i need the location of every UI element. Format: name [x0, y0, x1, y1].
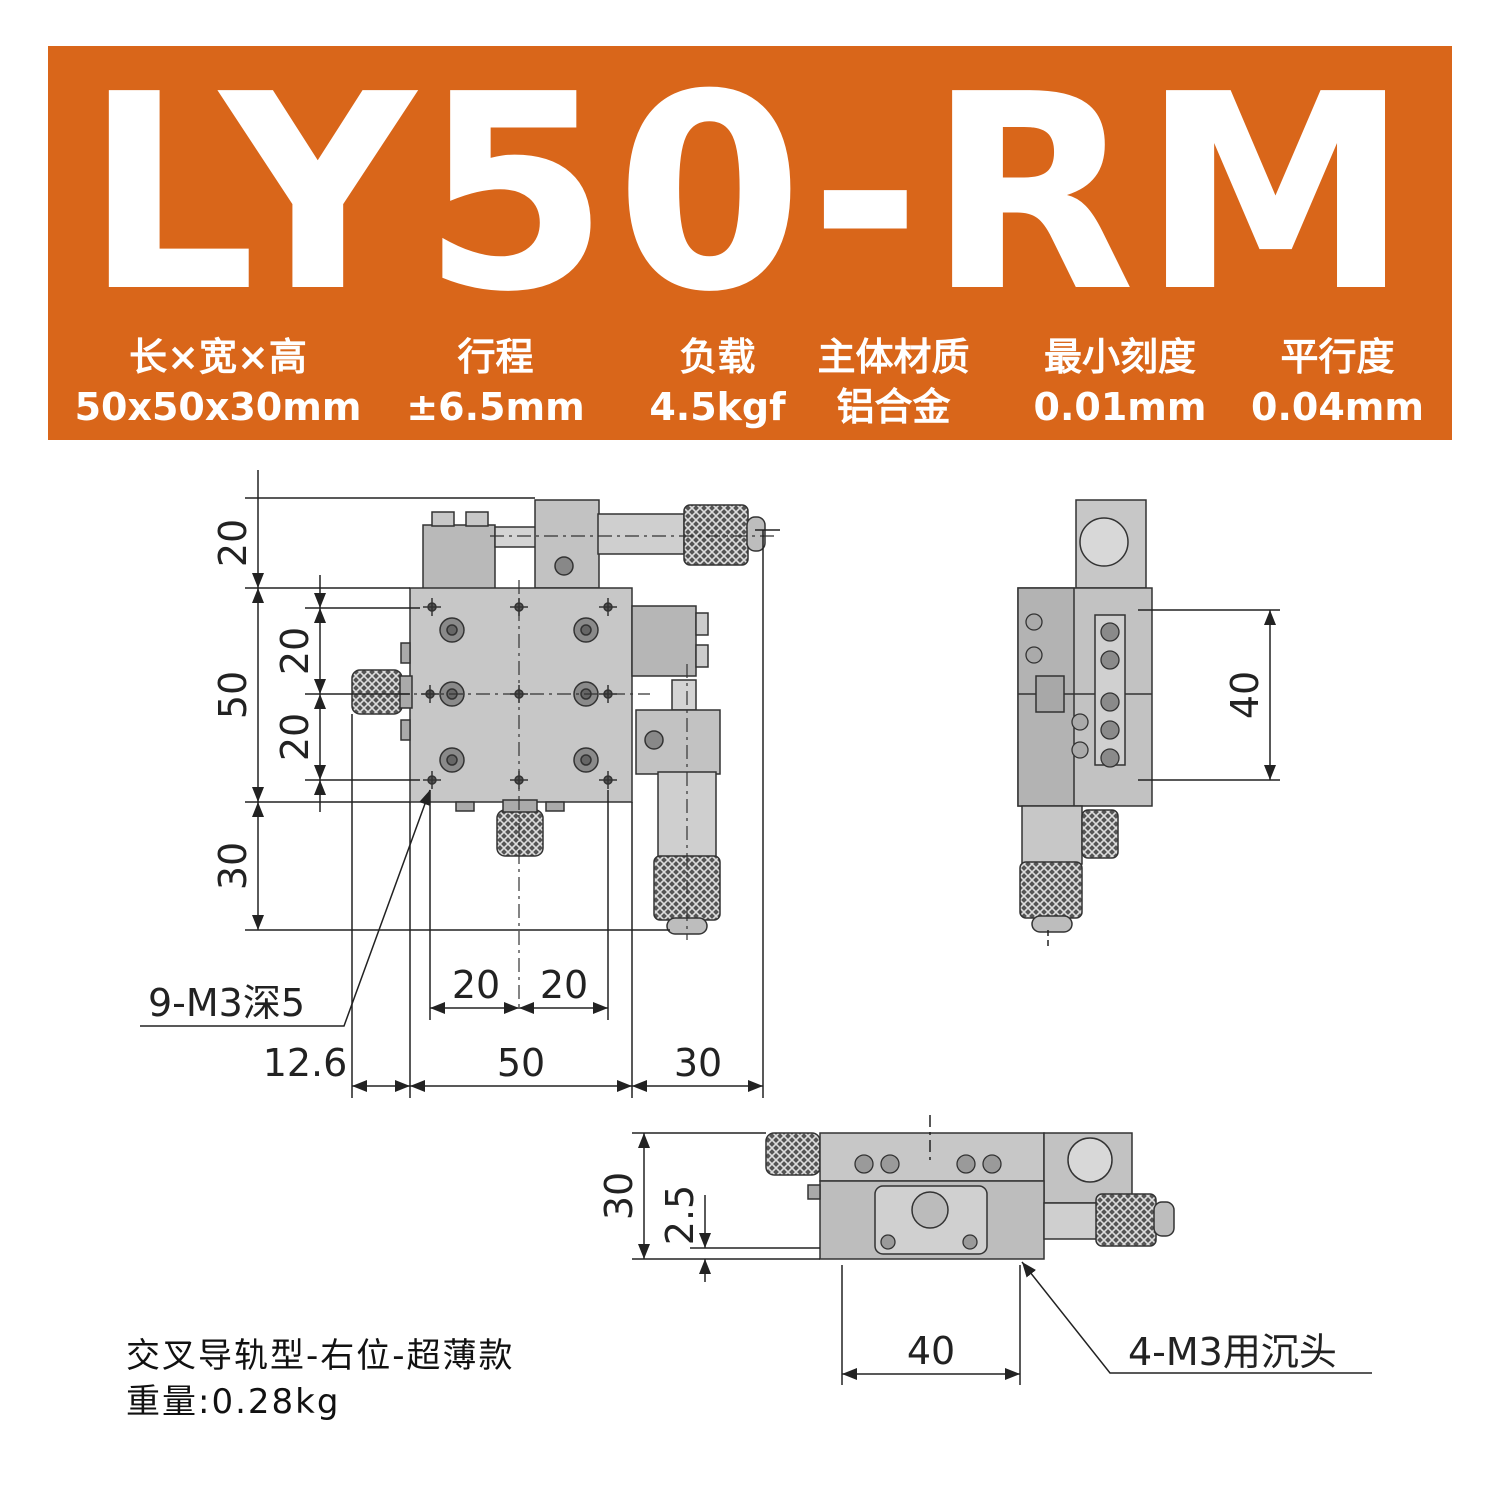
- side-dimension-lines: [1047, 609, 1280, 950]
- side-screw: [1071, 713, 1089, 731]
- dimension-labels: 20 50 30 20 20 20 20 12.6 50 30 9-M3深5: [148, 519, 722, 1085]
- dim-label: 12.6: [263, 1041, 348, 1085]
- spec-label: 主体材质: [817, 335, 970, 379]
- left-lock-knob: [351, 669, 403, 715]
- front-screw: [982, 1154, 1002, 1174]
- dim-label: 20: [211, 519, 255, 567]
- dim-label: 20: [452, 963, 500, 1007]
- dim-label: 2.5: [658, 1185, 702, 1245]
- front-top-plate: [819, 1132, 1045, 1182]
- spec-label: 平行度: [1280, 335, 1395, 379]
- front-micrometer-thimble: [1095, 1193, 1157, 1247]
- side-screw: [1100, 720, 1120, 740]
- right-micrometer-barrel: [657, 771, 717, 859]
- front-screw: [854, 1154, 874, 1174]
- side-screw: [1100, 692, 1120, 712]
- side-micrometer-thimble: [1019, 861, 1083, 919]
- side-lock-knob: [1081, 809, 1119, 859]
- spec-label: 最小刻度: [1043, 335, 1196, 379]
- dim-label: 20: [540, 963, 588, 1007]
- product-title: LY50-RM: [84, 36, 1416, 351]
- dim-label: 30: [674, 1041, 722, 1085]
- spec-value: 0.04mm: [1251, 385, 1424, 429]
- side-screw: [1025, 613, 1043, 631]
- side-screw: [1100, 748, 1120, 768]
- product-type-note: 交叉导轨型-右位-超薄款: [126, 1336, 515, 1376]
- micrometer-barrel: [597, 513, 685, 555]
- dim-label: 20: [273, 627, 317, 675]
- spec-value: 铝合金: [836, 385, 951, 429]
- dim-label: 50: [211, 671, 255, 719]
- spec-parallelism: 平行度 0.04mm: [1240, 332, 1435, 432]
- bottom-lock-knob: [496, 809, 544, 857]
- dim-label: 50: [497, 1041, 545, 1085]
- side-screw: [1100, 650, 1120, 670]
- spec-label: 行程: [457, 335, 534, 379]
- spec-size: 长×宽×高 50x50x30mm: [68, 332, 368, 432]
- spec-value: ±6.5mm: [406, 385, 585, 429]
- callout-counterbore: 4-M3用沉头: [1128, 1330, 1337, 1374]
- micrometer-thimble: [683, 504, 749, 566]
- spec-material: 主体材质 铝合金: [796, 332, 991, 432]
- front-dimension-lines: [632, 1115, 1372, 1385]
- front-screw: [880, 1154, 900, 1174]
- spec-banner: LY50-RM 长×宽×高 50x50x30mm 行程 ±6.5mm 负载 4.…: [48, 46, 1452, 440]
- side-screw: [1100, 622, 1120, 642]
- spec-value: 0.01mm: [1033, 385, 1207, 429]
- dim-label: 40: [1223, 671, 1267, 719]
- spec-travel: 行程 ±6.5mm: [388, 332, 603, 432]
- top-view: [351, 499, 766, 935]
- front-screw: [962, 1234, 978, 1250]
- front-lock-knob: [765, 1132, 821, 1176]
- spec-label: 长×宽×高: [129, 335, 307, 379]
- weight-note: 重量:0.28kg: [126, 1382, 341, 1422]
- dim-label: 30: [211, 842, 255, 890]
- right-bracket: [631, 605, 697, 677]
- platform-holes: [421, 598, 617, 789]
- spec-label: 负载: [679, 335, 756, 379]
- spec-value: 50x50x30mm: [74, 385, 362, 429]
- dim-label: 30: [597, 1172, 641, 1220]
- front-screw: [880, 1234, 896, 1250]
- center-lines: [395, 535, 775, 1012]
- front-dimension-labels: 30 2.5 40 4-M3用沉头: [597, 1172, 1337, 1374]
- spec-resolution: 最小刻度 0.01mm: [1020, 332, 1220, 432]
- dim-label: 40: [907, 1329, 955, 1373]
- spec-load: 负载 4.5kgf: [620, 332, 815, 432]
- dim-label: 20: [273, 713, 317, 761]
- upper-bracket: [422, 524, 496, 590]
- dimension-lines: [140, 470, 780, 1098]
- spec-value: 4.5kgf: [649, 385, 786, 429]
- front-screw: [956, 1154, 976, 1174]
- front-screws: [854, 1154, 1002, 1250]
- side-micrometer-barrel: [1021, 805, 1083, 865]
- side-screw: [1071, 741, 1089, 759]
- side-screw: [1025, 646, 1043, 664]
- side-holes: [1025, 613, 1120, 768]
- front-view: [765, 1132, 1175, 1260]
- callout-tapped-holes: 9-M3深5: [148, 981, 305, 1025]
